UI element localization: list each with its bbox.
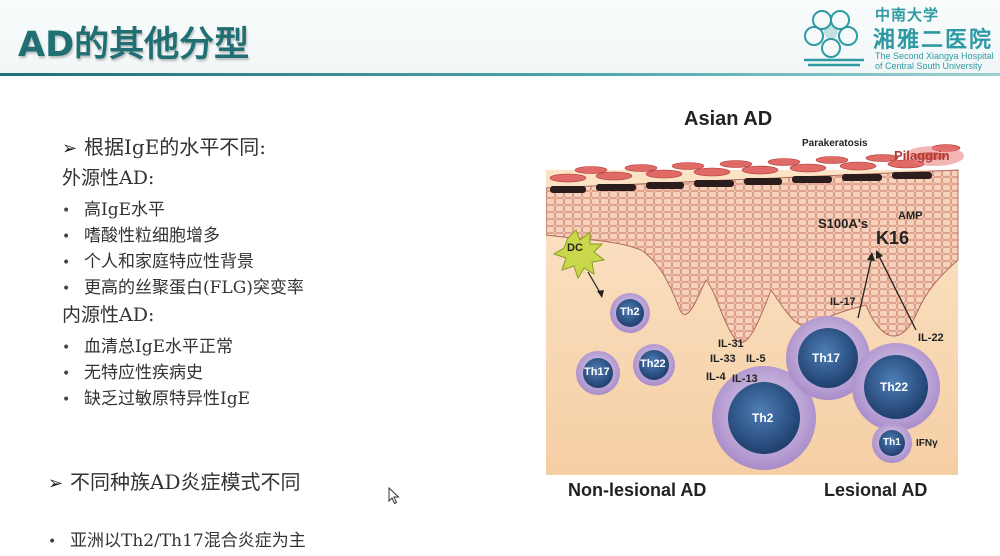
label-lesional: Lesional AD [824, 480, 928, 500]
cell-th22-small [633, 344, 675, 386]
label-il33: IL-33 [710, 353, 736, 365]
skin-diagram [546, 144, 964, 475]
slide-content: ➢根据IgE的水平不同: 外源性AD: •高IgE水平 •嗜酸性粒细胞增多 •个… [0, 76, 540, 556]
label-il31: IL-31 [718, 338, 744, 350]
arrow-bullet-icon: ➢ [48, 473, 64, 494]
epidermis-layer [546, 169, 959, 343]
label-parakeratosis: Parakeratosis [802, 138, 868, 149]
logo-english-line2: of Central South University [875, 61, 983, 71]
label-cell-th17-small: Th17 [584, 366, 610, 378]
logo-hospital-name: 湘雅二医院 [873, 27, 994, 53]
cell-th17-small [576, 351, 620, 395]
list-item: •亚洲以Th2/Th17混合炎症为主 [48, 531, 306, 551]
mouse-cursor-icon [388, 487, 400, 505]
label-il22: IL-22 [918, 332, 944, 344]
cell-th22-large [852, 343, 940, 431]
asian-ad-figure: Asian AD Parakeratosis Pilaggrin S100A's… [546, 100, 970, 510]
label-k16: K16 [876, 228, 910, 248]
logo-english-line1: The Second Xiangya Hospital [875, 51, 994, 61]
arrow-bullet-icon: ➢ [62, 138, 78, 159]
list-item: •无特应性疾病史 [62, 363, 203, 383]
slide-title: AD的其他分型 [18, 25, 250, 65]
label-il13: IL-13 [732, 373, 758, 385]
figure-title: Asian AD [684, 108, 773, 130]
list-item: •血清总IgE水平正常 [62, 337, 234, 357]
label-cell-th22-large: Th22 [880, 380, 909, 394]
hospital-logo-icon [804, 10, 864, 67]
dot-bullet-icon: • [62, 229, 71, 245]
dot-bullet-icon: • [62, 203, 71, 219]
label-amp: AMP [898, 210, 923, 222]
dot-bullet-icon: • [62, 366, 71, 382]
extrinsic-label: 外源性AD: [62, 167, 155, 189]
list-item: •更高的丝聚蛋白(FLG)突变率 [62, 278, 304, 298]
label-ifng: IFNγ [916, 438, 938, 449]
dot-bullet-icon: • [62, 281, 71, 297]
label-pilaggrin: Pilaggrin [894, 148, 950, 163]
label-il17: IL-17 [830, 296, 856, 308]
label-cell-th22-small: Th22 [640, 358, 666, 370]
cell-th1 [872, 423, 912, 463]
cell-th2-large [712, 366, 816, 470]
label-il5: IL-5 [746, 353, 766, 365]
list-item: •高IgE水平 [62, 200, 166, 220]
header-divider [0, 73, 1000, 76]
label-cell-th2-large: Th2 [752, 411, 774, 425]
logo-university-name: 中南大学 [875, 6, 940, 24]
cell-th2-small [610, 293, 650, 333]
label-cell-th1: Th1 [883, 437, 901, 448]
label-il4: IL-4 [706, 371, 726, 383]
section2-heading: ➢不同种族AD炎症模式不同 [48, 470, 301, 494]
label-cell-th17-large: Th17 [812, 351, 841, 365]
dot-bullet-icon: • [62, 392, 71, 408]
dot-bullet-icon: • [62, 255, 71, 271]
list-item: •个人和家庭特应性背景 [62, 252, 254, 272]
label-non-lesional: Non-lesional AD [568, 480, 707, 500]
cell-th17-large [786, 316, 870, 400]
stratum-corneum [549, 144, 964, 193]
list-item: •嗜酸性粒细胞增多 [62, 226, 220, 246]
list-item: •缺乏过敏原特异性IgE [62, 389, 251, 409]
section1-heading: ➢根据IgE的水平不同: [62, 135, 267, 159]
dot-bullet-icon: • [62, 340, 71, 356]
label-dc: DC [567, 242, 583, 254]
dot-bullet-icon: • [48, 534, 57, 550]
label-cell-th2-small: Th2 [620, 306, 640, 318]
label-s100a: S100A's [818, 216, 869, 231]
slide-header [0, 0, 1000, 74]
dendritic-cell-icon [552, 229, 606, 280]
intrinsic-label: 内源性AD: [62, 304, 155, 326]
